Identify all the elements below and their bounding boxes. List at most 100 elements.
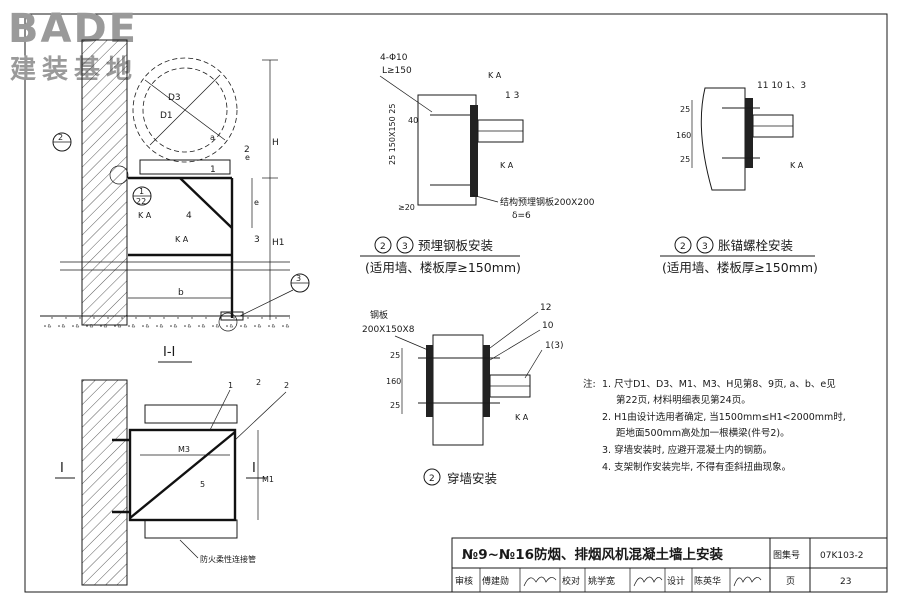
anchor-dim-3: 25 <box>680 155 690 164</box>
anchor-caption: 胀锚螺栓安装 <box>718 238 793 253</box>
balloon-1-22: 1 22 <box>132 186 152 206</box>
page-no: 23 <box>840 577 851 587</box>
rebar-label: 4-Φ10 <box>380 53 408 63</box>
label-M1: M1 <box>262 475 274 484</box>
section-mark: I-I <box>163 345 175 360</box>
label-a: a <box>210 133 215 142</box>
part-2: 2 <box>244 145 250 155</box>
wall-hatch <box>81 39 128 326</box>
designer-signature <box>733 576 762 587</box>
notes: 注: 1. 尺寸D1、D3、M1、M3、H见第8、9页, a、b、e见 第22页… <box>583 378 846 473</box>
plan-wall <box>81 379 128 586</box>
anchor-ka: K A <box>790 161 804 170</box>
through-dim-3: 25 <box>390 401 400 410</box>
plan-part-2: 2 <box>256 378 261 387</box>
title-block: №9~№16防烟、排烟风机混凝土墙上安装 图集号 07K103-2 审核 傅建勋… <box>451 537 888 593</box>
embedded-subcaption: (适用墙、楼板厚≥150mm) <box>365 260 521 275</box>
through-caption-num: 2 <box>429 474 435 484</box>
through-dim-2: 160 <box>386 377 401 386</box>
bracket-brace <box>179 177 233 229</box>
embedded-dim: 25 150X150 25 <box>388 104 397 165</box>
detail-through-wall: 钢板 200X150X8 12 10 1(3) 25 160 25 K A 2 … <box>362 303 563 486</box>
through-part-10: 10 <box>542 321 554 331</box>
through-plate-label: 钢板 <box>370 309 388 321</box>
anchor-wall <box>700 87 746 191</box>
through-part-12: 12 <box>540 303 551 313</box>
ka-mid: K A <box>138 211 152 220</box>
note-line-5: 3. 穿墙安装时, 应避开混凝土内的钢筋。 <box>602 444 772 456</box>
balloon-2: 2 <box>52 132 72 152</box>
note-line-2: 第22页, 材料明细表见第24页。 <box>616 394 751 406</box>
embedded-ka: K A <box>488 71 502 80</box>
sheet-border <box>24 13 888 593</box>
checker-signature <box>633 576 663 587</box>
detail-expansion-anchor: 11 10 1、3 25 160 25 K A 2 3 胀锚螺栓安装 (适用墙、… <box>660 81 818 275</box>
plan-part-1: 1 <box>228 381 233 390</box>
ka-low: K A <box>175 235 189 244</box>
label-D1: D1 <box>160 111 173 121</box>
plan-frame <box>128 428 237 522</box>
pipe-note: 防火柔性连接管 <box>200 554 256 564</box>
through-caption: 穿墙安装 <box>447 471 497 486</box>
embedded-dim-bottom: ≥20 <box>398 203 415 212</box>
label-H1: H1 <box>272 238 285 248</box>
label-H: H <box>272 138 279 148</box>
through-part-1-3: 1(3) <box>545 341 563 351</box>
svg-text:3: 3 <box>296 274 301 283</box>
note-line-3: 2. H1由设计选用者确定, 当1500mm≤H1<2000mm时, <box>602 411 846 423</box>
part-4: 4 <box>186 211 192 221</box>
balloon-3: 3 <box>239 273 310 317</box>
anchor-caption-num-3: 3 <box>702 242 708 252</box>
through-ka: K A <box>515 413 529 422</box>
label-M3: M3 <box>178 445 190 454</box>
plan-part-2b: 2 <box>284 381 289 390</box>
check-label: 校对 <box>562 575 580 587</box>
part-1: 1 <box>210 165 216 175</box>
svg-text:2: 2 <box>58 133 63 142</box>
fan-outline <box>132 57 238 163</box>
embedded-ka-2: K A <box>500 161 514 170</box>
floor-hatch <box>40 316 290 330</box>
cut-mark-right: I <box>252 461 256 476</box>
label-e-mid: e <box>254 198 259 207</box>
rebar-length: L≥150 <box>382 66 412 76</box>
embedded-plate-note: 结构预埋钢板200X200 <box>500 196 595 208</box>
embedded-caption-num-3: 3 <box>402 242 408 252</box>
atlas-no: 07K103-2 <box>820 551 864 561</box>
review-label: 审核 <box>455 575 473 587</box>
plan-part-5: 5 <box>200 480 205 489</box>
detail-embedded-plate: 4-Φ10 L≥150 K A 1 3 25 150X150 25 40 ≥20… <box>360 53 595 275</box>
part-3: 3 <box>254 235 260 245</box>
cut-mark-left: I <box>60 461 64 476</box>
note-line-1: 1. 尺寸D1、D3、M1、M3、H见第8、9页, a、b、e见 <box>602 378 836 390</box>
embedded-caption-num-2: 2 <box>380 242 386 252</box>
through-wall-body <box>432 334 484 446</box>
reviewer-signature <box>523 576 557 587</box>
section-view: D3 D1 H H1 e e b a 2 1 4 3 K A K A <box>40 39 310 363</box>
embedded-plate-thk: δ=6 <box>512 211 531 221</box>
anchor-dim-2: 160 <box>676 131 691 140</box>
page-label: 页 <box>786 576 795 587</box>
design-label: 设计 <box>667 575 685 587</box>
atlas-label: 图集号 <box>773 549 800 561</box>
svg-text:22: 22 <box>136 197 146 206</box>
fan-inner <box>142 67 228 153</box>
checker-name: 姚学宽 <box>588 575 615 587</box>
anchor-caption-num-2: 2 <box>680 242 686 252</box>
embedded-parts: 1 3 <box>505 91 519 101</box>
through-dim-1: 25 <box>390 351 400 360</box>
embedded-dim-top: 40 <box>408 116 418 125</box>
label-e-top: e <box>245 153 250 162</box>
note-line-6: 4. 支架制作安装完毕, 不得有歪斜扭曲现象。 <box>602 461 791 473</box>
plan-diagonal <box>129 431 236 519</box>
anchor-subcaption: (适用墙、楼板厚≥150mm) <box>662 260 818 275</box>
plan-view: M3 M1 1 2 2 5 I I 防火柔性连接管 <box>55 378 289 586</box>
anchor-dim-1: 25 <box>680 105 690 114</box>
note-line-4: 距地面500mm高处加一根横梁(件号2)。 <box>616 427 790 439</box>
reviewer-name: 傅建勋 <box>482 575 509 587</box>
embedded-caption: 预埋钢板安装 <box>418 238 493 253</box>
label-D3: D3 <box>168 93 181 103</box>
embedded-wall <box>417 94 477 206</box>
